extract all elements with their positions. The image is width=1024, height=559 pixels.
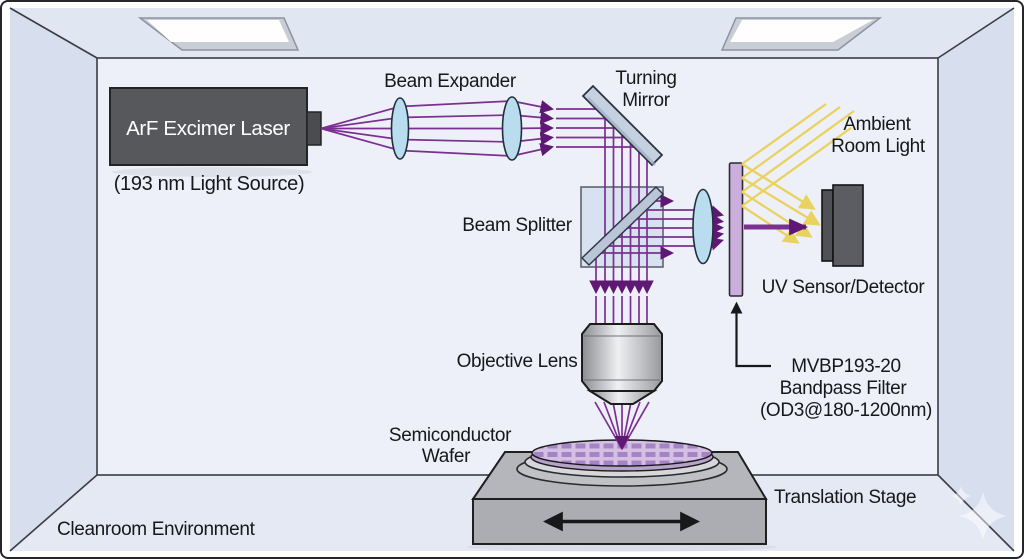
laser-body [109, 87, 308, 166]
beam-splitter-label: Beam Splitter [462, 215, 573, 236]
right-wall [938, 8, 1014, 551]
beam-splitter-diagonal [580, 185, 665, 267]
objective-body [581, 323, 663, 392]
focusing-lens [692, 188, 714, 265]
left-wall [10, 8, 97, 551]
wafer-label-1: Semiconductor [389, 425, 512, 446]
beam-expander-lens-2 [501, 96, 523, 161]
beam-expander-lens-1 [390, 97, 410, 160]
laser-sub-label: (193 nm Light Source) [114, 173, 305, 195]
detector-body [832, 184, 864, 267]
laser-aperture [306, 111, 322, 146]
filter-label-1: MVBP193-20 [791, 356, 901, 377]
detector-front [821, 189, 834, 262]
translation-stage-label: Translation Stage [774, 487, 916, 508]
ambient-label-1: Ambient [843, 114, 911, 135]
laser-label: ArF Excimer Laser [126, 117, 290, 140]
objective-lens-label: Objective Lens [457, 351, 578, 372]
ambient-label-2: Room Light [831, 136, 926, 157]
focused-beam-cone [594, 401, 650, 450]
turning-mirror-label-2: Mirror [622, 90, 671, 111]
semiconductor-wafer [530, 439, 714, 472]
cleanroom-label: Cleanroom Environment [57, 519, 256, 540]
sparkle-watermark [951, 486, 1007, 540]
bandpass-filter [728, 162, 744, 297]
objective-cone [586, 390, 658, 405]
laser-shadow [112, 167, 312, 177]
filter-label-2: Bandpass Filter [780, 378, 908, 399]
objective-lens [581, 323, 663, 405]
wafer-label-2: Wafer [422, 446, 471, 467]
filter-label-3: (OD3@180-1200nm) [760, 400, 932, 421]
arf-excimer-laser [109, 87, 322, 166]
filter-callout-arrow [730, 301, 771, 368]
uv-beam-rays [320, 100, 725, 324]
beam-expander-label: Beam Expander [384, 71, 517, 92]
ceiling-light-right [720, 17, 883, 51]
turning-mirror-label-1: Turning [615, 68, 676, 89]
uv-sensor-detector [821, 184, 864, 267]
turning-mirror [581, 84, 664, 167]
ceiling-light-left [137, 17, 300, 51]
uv-sensor-label: UV Sensor/Detector [762, 277, 926, 298]
